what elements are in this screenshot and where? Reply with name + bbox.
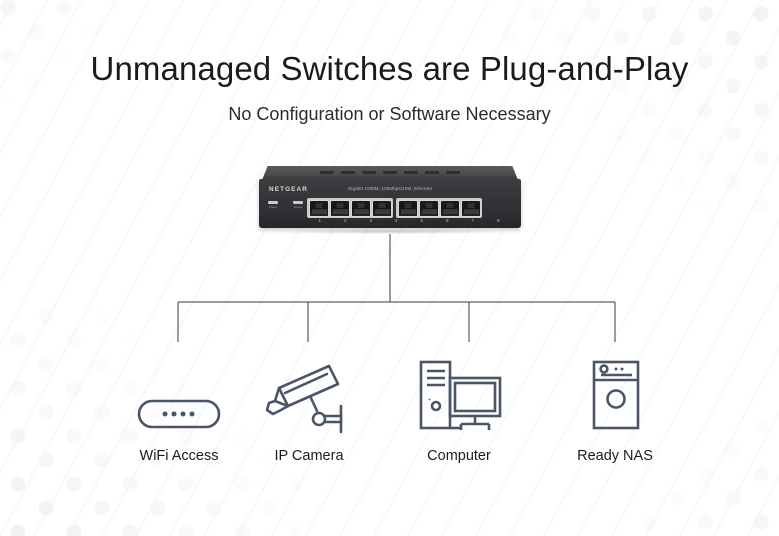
ethernet-port-3	[350, 199, 371, 217]
ethernet-port-2	[329, 199, 350, 217]
port-number-7: 7	[471, 218, 475, 223]
ip-camera-icon	[265, 364, 343, 434]
desktop-computer-icon	[419, 360, 502, 430]
port-number-5: 5	[420, 218, 424, 223]
switch-port-numbers: 1 2 3 4 5 6 7 8	[307, 218, 511, 223]
device-label-ready-nas: Ready NAS	[577, 448, 653, 464]
switch-led-speed: Speed	[292, 201, 304, 209]
device-label-computer: Computer	[427, 448, 491, 464]
ethernet-port-7	[439, 199, 460, 217]
device-node-ip-camera[interactable]: IP Camera	[234, 342, 384, 464]
switch-ethernet-ports	[307, 198, 482, 218]
device-node-computer[interactable]: Computer	[384, 342, 534, 464]
switch-panel-spec-text: Gigabit 1000M, 100Mbps/10M, Ethernet	[347, 186, 433, 191]
ethernet-port-8	[460, 199, 481, 217]
netgear-brand-logo: NETGEAR	[269, 186, 308, 193]
ethernet-port-1	[308, 199, 329, 217]
device-node-ready-nas[interactable]: Ready NAS	[540, 342, 690, 464]
switch-vent-slots	[320, 171, 460, 174]
switch-port-group-5-8	[396, 198, 482, 218]
wifi-access-icon-container	[104, 342, 254, 438]
port-number-6: 6	[445, 218, 449, 223]
ip-camera-icon-container	[234, 342, 384, 438]
ethernet-port-5	[397, 199, 418, 217]
device-label-ip-camera: IP Camera	[274, 448, 344, 464]
switch-drop-shadow	[273, 229, 507, 234]
switch-led-indicators: Power Speed	[267, 201, 304, 209]
port-number-2: 2	[343, 218, 347, 223]
network-switch-device: NETGEAR Gigabit 1000M, 100Mbps/10M, Ethe…	[259, 166, 521, 234]
ethernet-port-4	[371, 199, 392, 217]
switch-led-power: Power	[267, 201, 279, 209]
wifi-access-point-icon	[137, 399, 221, 429]
switch-front-panel: NETGEAR Gigabit 1000M, 100Mbps/10M, Ethe…	[259, 179, 521, 228]
device-label-wifi-access: WiFi Access	[139, 448, 219, 464]
nas-icon-container	[540, 342, 690, 438]
computer-icon-container	[384, 342, 534, 438]
port-number-4: 4	[394, 218, 398, 223]
port-number-1: 1	[318, 218, 322, 223]
page-title: Unmanaged Switches are Plug-and-Play	[90, 50, 689, 87]
page-subtitle: No Configuration or Software Necessary	[228, 104, 551, 124]
device-node-wifi-access[interactable]: WiFi Access	[104, 342, 254, 464]
port-number-8: 8	[496, 218, 500, 223]
switch-top-panel	[262, 166, 518, 180]
switch-port-group-1-4	[307, 198, 393, 218]
nas-storage-icon	[592, 360, 640, 430]
port-number-3: 3	[369, 218, 373, 223]
ethernet-port-6	[418, 199, 439, 217]
